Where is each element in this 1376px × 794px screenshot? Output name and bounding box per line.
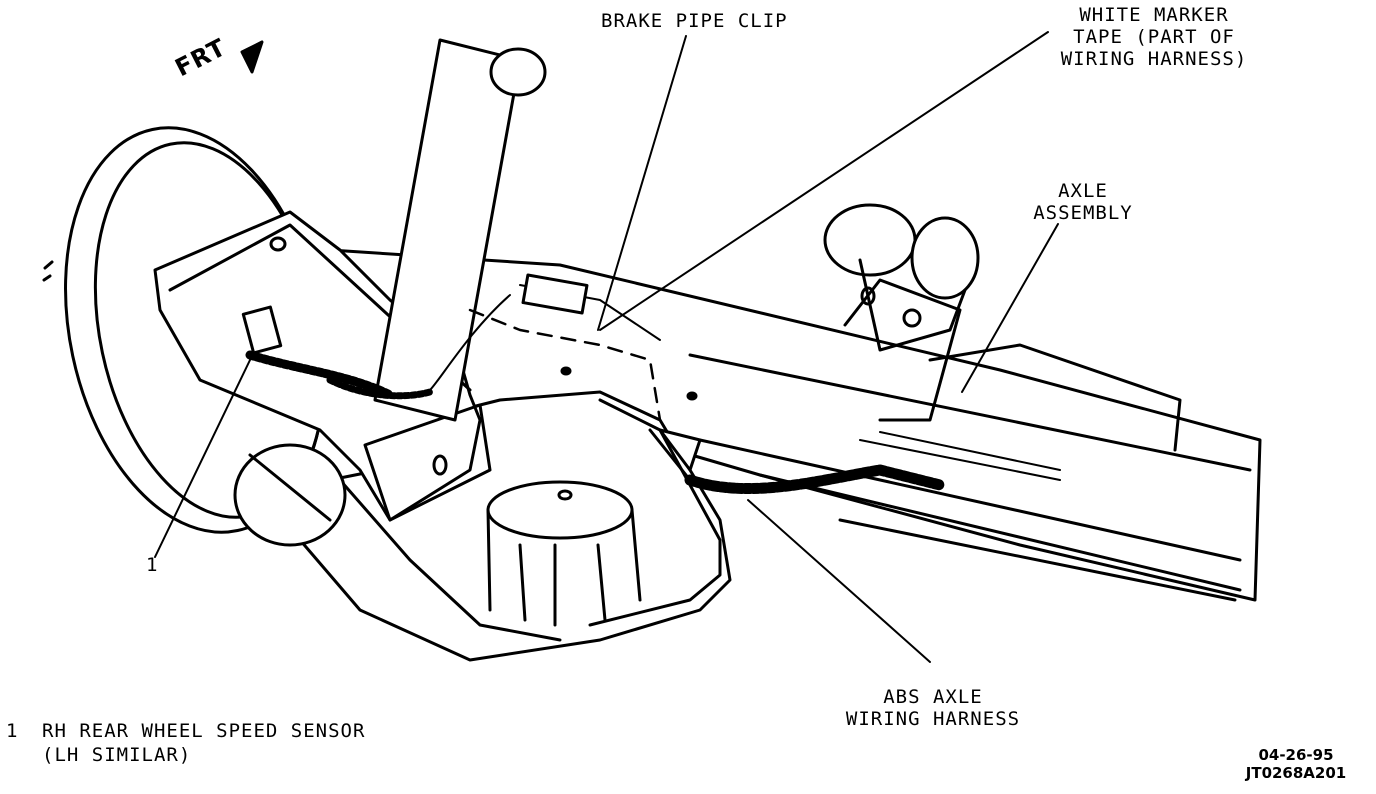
harness-clips <box>560 366 702 472</box>
brake-pipe-clip-label: BRAKE PIPE CLIP <box>601 10 788 32</box>
legend-line-2: (LH SIMILAR) <box>42 744 192 766</box>
axle-assembly-label: AXLE ASSEMBLY <box>1012 180 1154 224</box>
hidden-harness-route <box>468 308 662 422</box>
spring-seat <box>486 480 642 627</box>
axle-line-2: ASSEMBLY <box>1033 202 1133 224</box>
white-marker-line-3: WIRING HARNESS) <box>1060 48 1248 70</box>
white-marker-line-2: TAPE (PART OF <box>1073 26 1235 48</box>
legend-number: 1 <box>6 720 19 742</box>
figure-date: 04-26-95 <box>1258 746 1334 764</box>
figure-id: 04-26-95 JT0268A201 <box>1226 746 1366 782</box>
abs-axle-harness-label: ABS AXLE WIRING HARNESS <box>830 686 1036 730</box>
shock-absorber <box>373 38 547 422</box>
hub-cap <box>233 443 347 547</box>
abs-line-1: ABS AXLE <box>883 686 983 708</box>
brake-pipe <box>429 273 1061 481</box>
front-direction-arrow <box>240 40 264 74</box>
white-marker-line-1: WHITE MARKER <box>1079 4 1229 26</box>
callout-number: 1 <box>146 554 159 576</box>
trailing-arm-bushing <box>823 203 980 422</box>
figure-code: JT0268A201 <box>1245 764 1347 782</box>
axle-line-1: AXLE <box>1058 180 1108 202</box>
white-marker-tape-label: WHITE MARKER TAPE (PART OF WIRING HARNES… <box>1042 4 1266 70</box>
abs-line-2: WIRING HARNESS <box>845 708 1021 730</box>
abs-wiring-harness <box>241 305 946 495</box>
leader-lines <box>154 31 1059 663</box>
legend-line-1: RH REAR WHEEL SPEED SENSOR <box>42 720 366 742</box>
